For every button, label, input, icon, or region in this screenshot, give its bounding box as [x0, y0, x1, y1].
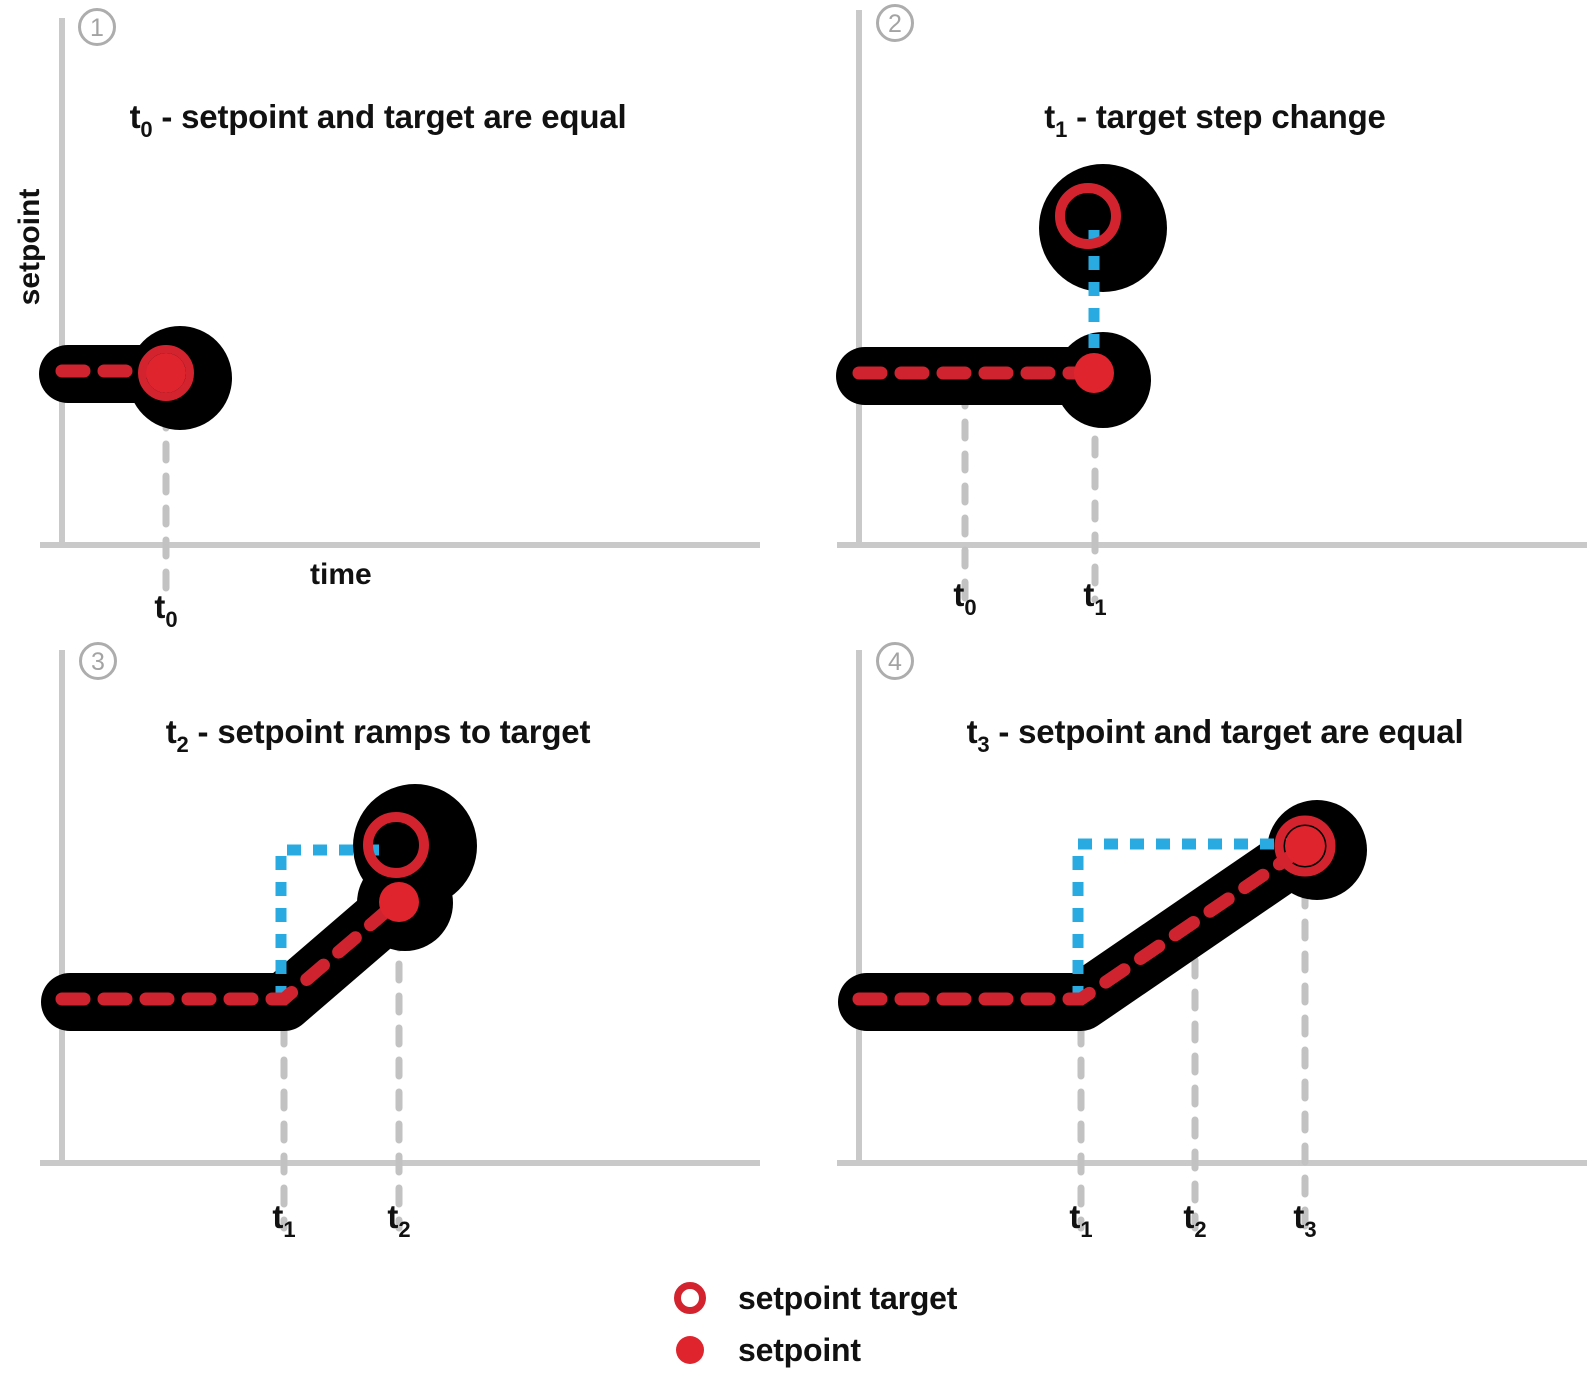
panel-badge-1: 1	[78, 8, 116, 46]
tick-base: t	[272, 1198, 284, 1235]
hollow-red-circle-icon	[674, 1282, 706, 1314]
filled-red-circle-icon	[676, 1336, 704, 1364]
tick-base: t	[387, 1198, 399, 1235]
panel-title-3-sub: 2	[176, 732, 189, 757]
setpoint-marker	[1074, 353, 1114, 393]
panel-title-1: t0 - setpoint and target are equal	[0, 98, 776, 142]
tick-sub: 2	[398, 1217, 411, 1242]
panel-title-2-sub: 1	[1055, 117, 1068, 142]
legend-marker-wrap	[660, 1282, 720, 1314]
panel-title-4-prefix: t	[966, 713, 978, 750]
panel-title-3-prefix: t	[165, 713, 177, 750]
legend-label-setpoint: setpoint	[738, 1331, 861, 1368]
tick-sub: 1	[1094, 595, 1107, 620]
tick-sub: 1	[1080, 1217, 1093, 1242]
tick-label-t2: t2	[369, 1198, 429, 1242]
x-axis-label: time	[310, 558, 372, 591]
setpoint-dashed-line	[55, 895, 404, 1006]
legend-label-setpoint-target: setpoint target	[738, 1279, 958, 1316]
setpoint-target-marker	[138, 345, 194, 401]
panel-3-plot	[40, 650, 760, 1232]
tick-base: t	[1293, 1198, 1305, 1235]
panel-title-3: t2 - setpoint ramps to target	[0, 713, 776, 757]
legend: setpoint target setpoint	[660, 1272, 1080, 1376]
legend-item-setpoint: setpoint	[660, 1324, 1080, 1376]
panel-1-plot	[39, 18, 760, 604]
setpoint-marker	[379, 882, 419, 922]
setpoint-target-marker	[363, 812, 429, 878]
tick-base: t	[1083, 576, 1095, 613]
tick-label-t1: t1	[1051, 1198, 1111, 1242]
panel-badge-4: 4	[876, 642, 914, 680]
tick-label-t1: t1	[254, 1198, 314, 1242]
panel-title-1-sub: 0	[140, 117, 153, 142]
panel-title-2-prefix: t	[1044, 98, 1056, 135]
legend-item-setpoint-target: setpoint target	[660, 1272, 1080, 1324]
panel-title-2-rest: - target step change	[1067, 98, 1386, 135]
panel-badge-3: 3	[79, 642, 117, 680]
setpoint-marker	[1285, 826, 1325, 866]
panel-3: 3 t2 - setpoint ramps to target t1 t2	[0, 628, 796, 1268]
panel-title-1-prefix: t	[129, 98, 141, 135]
tick-sub: 0	[165, 607, 178, 632]
setpoint-target-marker	[1055, 183, 1121, 249]
panel-badge-2: 2	[876, 4, 914, 42]
panel-title-4-rest: - setpoint and target are equal	[989, 713, 1464, 750]
tick-base: t	[154, 588, 166, 625]
tick-label-t0: t0	[935, 576, 995, 620]
panel-title-4: t3 - setpoint and target are equal	[817, 713, 1593, 757]
setpoint-history-trace	[838, 817, 1338, 1031]
tick-label-t3: t3	[1275, 1198, 1335, 1242]
tick-sub: 2	[1194, 1217, 1207, 1242]
panel-4-plot	[837, 650, 1587, 1232]
target-step-cyan-line	[275, 844, 383, 1000]
tick-label-t0: t0	[136, 588, 196, 632]
panel-4: 4 t3 - setpoint and target are equal t1 …	[797, 628, 1593, 1268]
tick-base: t	[1069, 1198, 1081, 1235]
panel-2-plot	[836, 10, 1587, 604]
tick-sub: 1	[283, 1217, 296, 1242]
setpoint-marker	[146, 353, 186, 393]
panel-1: 1 t0 - setpoint and target are equal set…	[0, 0, 796, 640]
tick-sub: 3	[1304, 1217, 1317, 1242]
panel-title-1-rest: - setpoint and target are equal	[152, 98, 627, 135]
legend-marker-wrap	[660, 1336, 720, 1364]
panel-title-3-rest: - setpoint ramps to target	[188, 713, 591, 750]
tick-label-t2: t2	[1165, 1198, 1225, 1242]
setpoint-target-marker	[1274, 815, 1336, 877]
target-step-cyan-line	[1072, 838, 1302, 1000]
tick-label-t1: t1	[1065, 576, 1125, 620]
panel-2: 2 t1 - target step change t0 t1	[797, 0, 1593, 640]
tick-sub: 0	[964, 595, 977, 620]
tick-base: t	[953, 576, 965, 613]
setpoint-dashed-line	[852, 841, 1310, 1006]
y-axis-label: setpoint	[13, 188, 46, 306]
tick-base: t	[1183, 1198, 1195, 1235]
panel-title-4-sub: 3	[977, 732, 990, 757]
panel-title-2: t1 - target step change	[817, 98, 1593, 142]
